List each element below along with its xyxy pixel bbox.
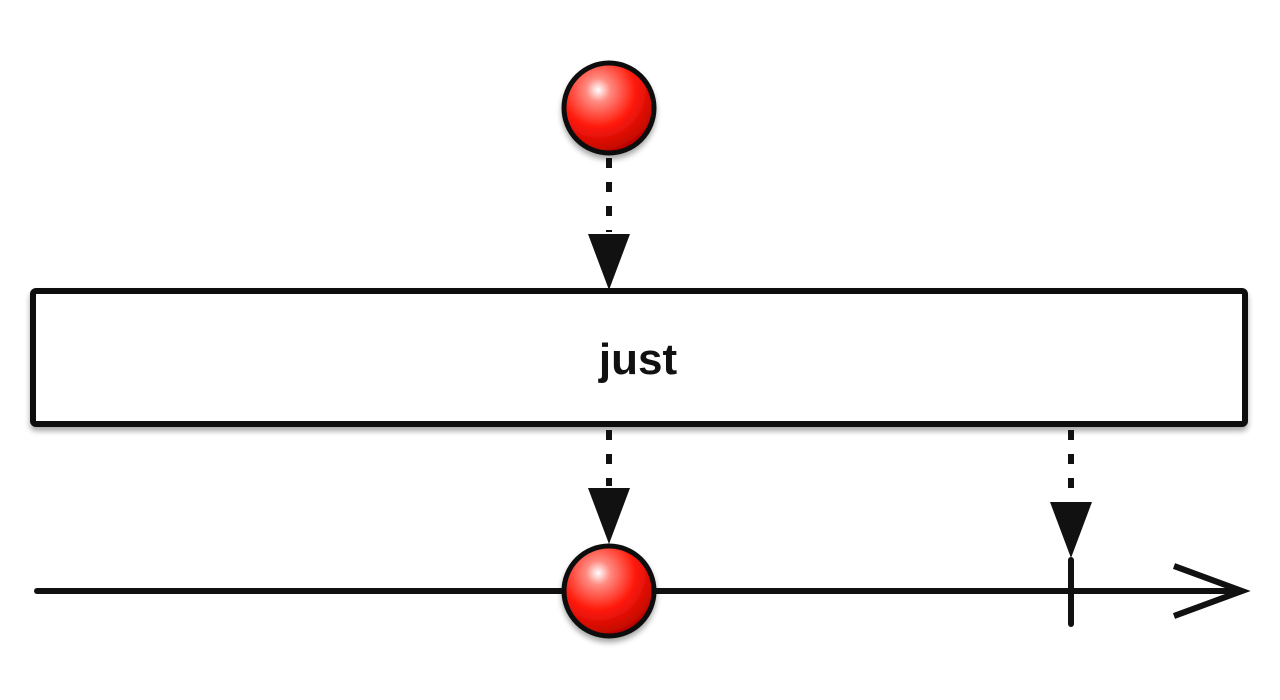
output-item-arrow [588,430,630,544]
timeline-arrowhead-icon [1172,563,1251,619]
arrowhead-icon [588,234,630,290]
arrowhead-icon [588,488,630,544]
input-arrow [588,158,630,290]
input-item-marble [561,60,657,156]
operator-label: just [598,335,678,384]
output-item-marble [561,543,657,639]
completion-arrow [1050,430,1092,558]
arrowhead-icon [1050,502,1092,558]
operator-box [30,288,1248,427]
